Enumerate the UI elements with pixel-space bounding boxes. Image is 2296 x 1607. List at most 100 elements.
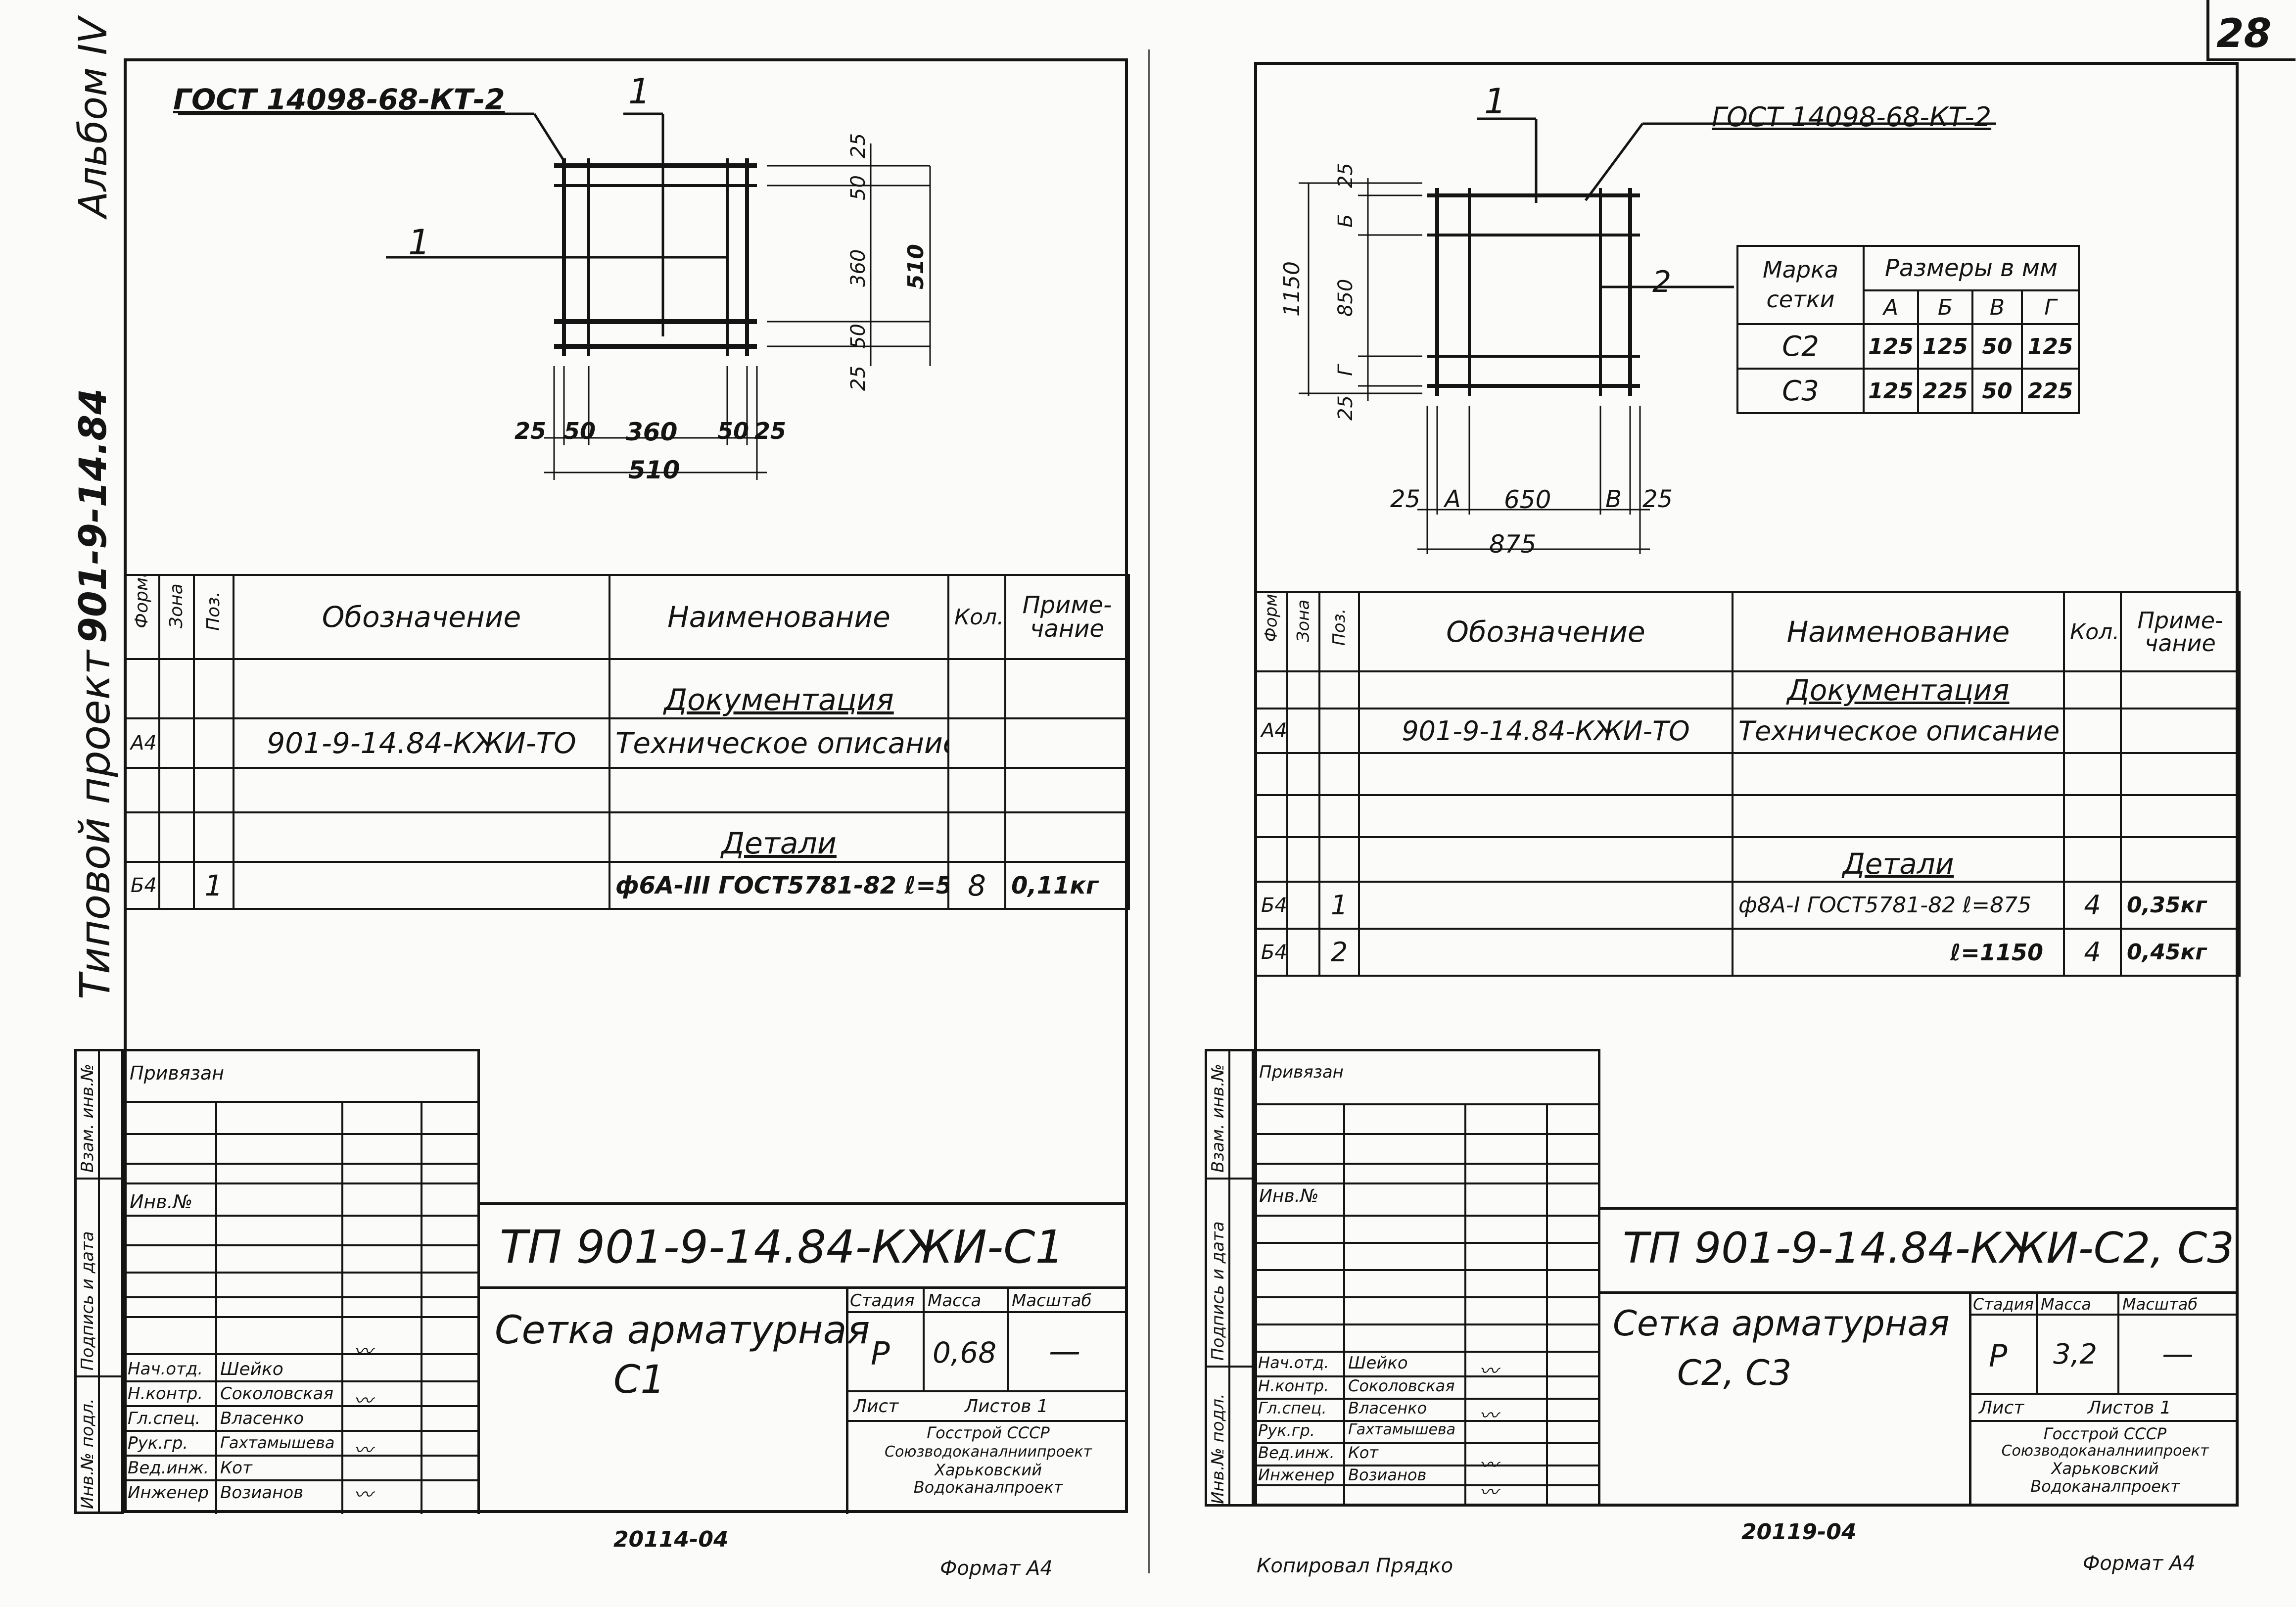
title-rule [1254,1442,1600,1444]
right-name-4: Гахтамышева [1348,1421,1456,1438]
right-dim-bottom-3: 650 [1504,485,1551,514]
right-spec-detail-1: ф8А-I ГОСТ5781-82 ℓ=875 [1732,881,2065,930]
signature-mark: 〰 [354,1390,373,1412]
left-name-line1: Сетка арматурная [495,1308,870,1353]
signature-mark: 〰 [1479,1454,1499,1476]
left-gost-label: ГОСТ 14098-68-КТ-2 [173,83,505,116]
left-stage: Р [871,1336,890,1372]
title-vrule [1007,1286,1009,1390]
spec-h-format: Формат [1261,592,1281,642]
spec-h-name: Наименование [1732,591,2065,672]
right-spec-detail-2: ℓ=1150 [1732,928,2065,977]
page-number: 28 [2216,10,2272,56]
left-spec-doc-code: 901-9-14.84-КЖИ-ТО [233,717,610,769]
title-rule [1254,1163,1600,1165]
right-dim-total-v: 1150 [1279,261,1305,317]
title-rule [124,1405,480,1407]
spec-h-zone: Зона [1293,599,1313,642]
stamp-col2-label: Подпись и дата [78,1231,97,1371]
left-org2: Союзводоканалниипроект [885,1443,1092,1461]
right-name-2: Соколовская [1348,1376,1455,1395]
right-name-line2: С2, С3 [1677,1353,1792,1393]
right-spec-row [1254,794,2241,838]
left-dim-right-3: 360 [847,249,870,287]
stamp-side-divider [1205,1178,1254,1180]
spec-h-pos: Поз. [1329,608,1349,646]
left-sheets: Листов 1 [965,1396,1048,1417]
left-dim-total-h: 510 [628,456,680,484]
center-fold-line [1148,49,1150,1573]
left-name-2: Соколовская [220,1384,333,1404]
right-dim-bottom-5: 25 [1642,485,1673,513]
right-spec-row [1254,752,2241,796]
spec-h-qty: Кол. [947,574,1006,660]
right-doc-code: ТП 901-9-14.84-КЖИ-С2, С3 [1623,1224,2234,1273]
title-rule [1600,1291,2239,1294]
stamp-side-divider [74,1375,124,1377]
signature-mark: 〰 [1479,1405,1499,1426]
mesh-h-mark: Марка сетки [1736,245,1865,325]
left-org3: Харьковский [935,1461,1042,1479]
left-pos1-side: 1 [408,222,430,263]
spec-h-designation: Обозначение [1358,591,1734,672]
title-rule [1254,1215,1600,1217]
mesh-col-a: А [1863,289,1919,325]
spec-h-designation: Обозначение [233,574,610,660]
title-rule [846,1311,1128,1313]
right-role-1: Нач.отд. [1258,1353,1329,1372]
left-section-details: Детали [721,826,837,861]
right-org2: Союзводоканалниипроект [2001,1442,2209,1460]
right-mesh-drawing [1299,117,1996,554]
right-name-3: Власенко [1348,1399,1427,1418]
title-rule [846,1420,1128,1422]
title-rule [124,1430,480,1432]
right-spec-doc-name: Техническое описание [1732,708,2065,754]
right-spec-row: А4 901-9-14.84-КЖИ-ТО Техническое описан… [1254,708,2241,754]
title-rule [1969,1420,2239,1422]
title-rule [124,1163,480,1165]
signature-mark: 〰 [354,1484,373,1506]
stamp-side-divider [1228,1049,1230,1507]
title-rule [1969,1314,2239,1316]
left-name-1: Шейко [220,1359,283,1379]
title-vrule [1464,1103,1466,1507]
title-vrule [846,1286,848,1514]
left-spec-doc-name: Техническое описание [609,717,949,769]
left-dim-bottom-2: 50 [564,418,596,444]
left-pos1-top: 1 [628,71,651,112]
title-rule [1254,1323,1600,1325]
title-rule [124,1380,480,1382]
title-rule [1254,1103,1600,1105]
title-rule [124,1479,480,1481]
right-spec-row: Документация [1254,670,2241,709]
right-dim-v-1: 25 [1334,163,1357,188]
left-dim-bottom-5: 25 [754,418,787,444]
left-spec-table: Формат Зона Поз. Обозначение Наименовани… [124,574,1130,910]
title-vrule [215,1101,217,1514]
title-rule [1254,1133,1600,1135]
title-rule [1969,1393,2239,1395]
signature-mark: 〰 [1479,1360,1499,1382]
signature-mark: 〰 [354,1439,373,1461]
title-rule [124,1049,480,1051]
left-spec-row: А4 901-9-14.84-КЖИ-ТО Техническое описан… [124,717,1130,769]
title-vrule [1343,1103,1345,1507]
title-rule [124,1133,480,1135]
spec-h-note: Приме-чание [2120,591,2241,672]
right-org3: Харьковский [2051,1459,2159,1478]
signature-mark: 〰 [1479,1481,1499,1503]
left-spec-row: Детали [124,811,1130,863]
left-role-6: Инженер [128,1483,209,1503]
stamp-side-divider [1205,1366,1254,1368]
left-dim-bottom-3: 360 [626,418,678,446]
title-rule [1254,1269,1600,1271]
project-code-label: 901-9-14.84 [71,388,115,643]
spec-h-zone: Зона [158,574,195,660]
right-dim-v-4: Г [1334,365,1357,376]
left-dim-total-v: 510 [903,244,929,289]
right-gost-label: ГОСТ 14098-68-КТ-2 [1712,101,1992,133]
spec-h-format: Формат [124,574,160,660]
title-rule [124,1353,480,1355]
right-spec-row: Б4 1 ф8А-I ГОСТ5781-82 ℓ=875 4 0,35кг [1254,881,2241,930]
title-rule [124,1455,480,1457]
